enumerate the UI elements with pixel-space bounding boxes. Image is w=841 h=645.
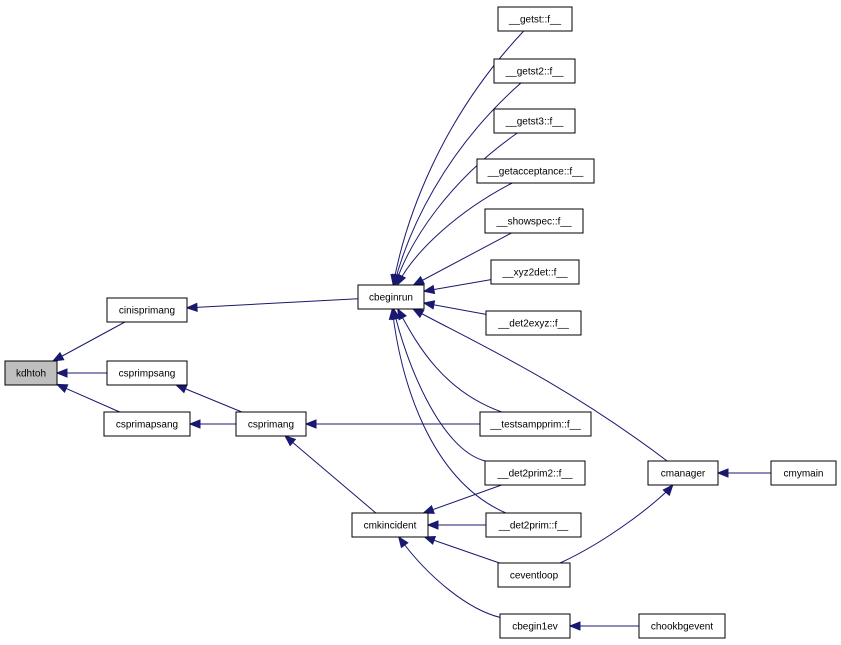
edge-det2prim-to-cbeginrun [388, 307, 507, 514]
node-label: chookbgevent [651, 622, 713, 633]
node-cmymain[interactable]: cmymain [770, 460, 837, 486]
edge-cmymain-to-cmanager [716, 468, 771, 478]
edge-det2prim2-to-cbeginrun [391, 307, 486, 462]
edge-chookbgevent-to-cbegin1ev [568, 621, 639, 631]
edge-csprimang-to-csprimpsang [174, 384, 243, 413]
edge-showspec-to-cbeginrun [412, 232, 512, 286]
edge-csprimapsang-to-kdhtoh [55, 383, 120, 413]
edge-det2prim-to-cmkincident [426, 520, 486, 530]
node-box [235, 411, 307, 437]
node-label: cbeginrun [369, 293, 413, 304]
node-label: csprimapsang [116, 420, 178, 431]
node-box [479, 411, 592, 437]
node-cmkincident[interactable]: cmkincident [351, 512, 429, 538]
edge-cbeginrun-to-cinisprimang [185, 298, 359, 313]
node-cmanager[interactable]: cmanager [647, 460, 719, 486]
edge-csprimpsang-to-kdhtoh [55, 368, 107, 378]
node-label: cmkincident [364, 521, 417, 532]
node-getacceptance[interactable]: __getacceptance::f__ [476, 158, 595, 184]
node-csprimapsang[interactable]: csprimapsang [103, 411, 191, 437]
node-box [497, 6, 573, 32]
edge-cinisprimang-to-kdhtoh [51, 321, 126, 362]
edge-csprimang-to-csprimapsang [188, 419, 236, 429]
node-det2exyz[interactable]: __det2exyz::f__ [485, 310, 582, 336]
node-csprimang[interactable]: csprimang [235, 411, 307, 437]
node-box [499, 613, 571, 639]
node-getst3[interactable]: __getst3::f__ [493, 108, 576, 134]
node-box [476, 158, 595, 184]
node-box [493, 108, 576, 134]
node-cinisprimang[interactable]: cinisprimang [106, 297, 188, 323]
node-label: __getst3::f__ [505, 117, 564, 128]
node-getst2[interactable]: __getst2::f__ [493, 58, 576, 84]
edges-layer [51, 30, 771, 631]
node-label: cinisprimang [119, 306, 175, 317]
edge-ceventloop-to-cmkincident [423, 535, 500, 564]
node-kdhtoh: kdhtoh [4, 360, 58, 386]
node-box [770, 460, 837, 486]
edge-det2exyz-to-cbeginrun [422, 300, 487, 315]
node-box [647, 460, 719, 486]
node-cbegin1ev[interactable]: cbegin1ev [499, 613, 571, 639]
node-box [485, 512, 582, 538]
node-label: __det2exyz::f__ [497, 319, 569, 330]
node-label: kdhtoh [16, 369, 46, 380]
node-xyz2det[interactable]: __xyz2det::f__ [490, 259, 580, 285]
node-label: __showspec::f__ [495, 217, 571, 228]
node-label: __det2prim::f__ [498, 521, 569, 532]
node-box [106, 297, 188, 323]
node-showspec[interactable]: __showspec::f__ [484, 208, 584, 234]
node-label: ceventloop [510, 571, 559, 582]
node-det2prim[interactable]: __det2prim::f__ [485, 512, 582, 538]
node-box [638, 613, 726, 639]
edge-det2prim2-to-cmkincident [422, 484, 502, 514]
node-label: cbegin1ev [512, 622, 558, 633]
edge-xyz2det-to-cbeginrun [422, 279, 492, 295]
node-box [351, 512, 429, 538]
node-ceventloop[interactable]: ceventloop [497, 562, 571, 588]
node-box [497, 562, 571, 588]
node-cbeginrun[interactable]: cbeginrun [357, 284, 425, 310]
node-label: csprimang [248, 420, 294, 431]
node-box [106, 360, 188, 386]
node-box [103, 411, 191, 437]
node-testsampprim[interactable]: __testsampprim::f__ [479, 411, 592, 437]
node-box [493, 58, 576, 84]
node-label: __xyz2det::f__ [501, 268, 567, 279]
node-box [485, 310, 582, 336]
node-label: __getst2::f__ [505, 67, 564, 78]
node-label: cmymain [783, 469, 823, 480]
node-label: csprimpsang [119, 369, 176, 380]
edge-getacceptance-to-cbeginrun [396, 182, 513, 287]
edge-testsampprim-to-cbeginrun [397, 307, 502, 413]
edge-cbegin1ev-to-cmkincident [397, 535, 501, 618]
node-csprimpsang[interactable]: csprimpsang [106, 360, 188, 386]
edge-ceventloop-to-cmanager [559, 483, 674, 564]
edge-cmanager-to-cbeginrun [411, 308, 668, 462]
edge-cmkincident-to-csprimang [284, 435, 377, 514]
node-box [357, 284, 425, 310]
node-label: __getst::f__ [508, 15, 562, 26]
node-box [484, 460, 586, 486]
node-box [490, 259, 580, 285]
node-label: __det2prim2::f__ [496, 469, 572, 480]
node-label: __testsampprim::f__ [489, 420, 581, 431]
node-chookbgevent[interactable]: chookbgevent [638, 613, 726, 639]
nodes-layer: kdhtoh cinisprimang csprimpsang csprimapsan… [4, 6, 837, 639]
node-box [484, 208, 584, 234]
node-box [4, 360, 58, 386]
node-getst[interactable]: __getst::f__ [497, 6, 573, 32]
node-label: __getacceptance::f__ [487, 167, 584, 178]
edge-testsampprim-to-csprimang [304, 419, 480, 429]
node-label: cmanager [661, 469, 706, 480]
node-det2prim2[interactable]: __det2prim2::f__ [484, 460, 586, 486]
